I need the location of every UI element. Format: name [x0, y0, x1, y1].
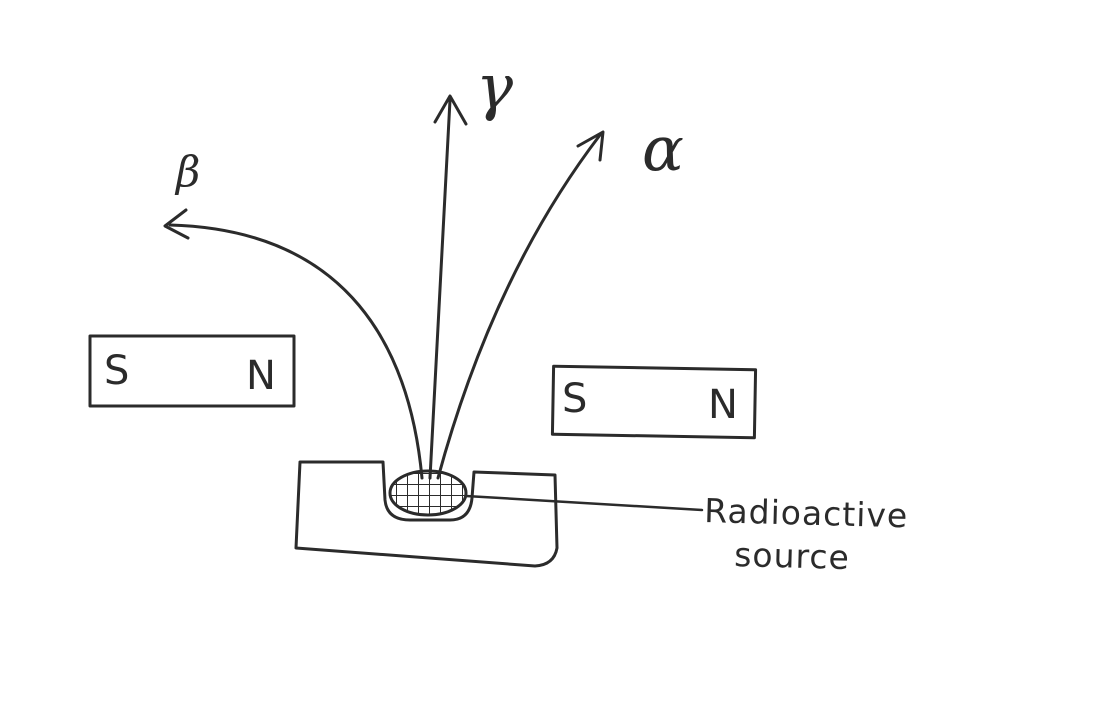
gamma-ray: [428, 94, 468, 480]
source-label-line2: source: [734, 535, 851, 577]
magnet-right: S N: [550, 364, 758, 440]
beta-label: β: [174, 147, 200, 196]
alpha-ray: [436, 130, 605, 480]
magnet-left-south-label: S: [104, 348, 129, 394]
magnet-right-north-label: N: [708, 382, 738, 428]
beta-ray: [163, 208, 424, 480]
gamma-label: γ: [476, 50, 514, 123]
alpha-label: α: [642, 112, 684, 185]
source-label-line1: Radioactive: [704, 491, 909, 535]
radioactive-source: [388, 469, 468, 517]
magnet-right-south-label: S: [562, 376, 587, 422]
magnet-left-north-label: N: [246, 353, 276, 399]
magnet-left: S N: [88, 334, 296, 408]
source-leader-line: [464, 494, 704, 512]
source-container: [294, 460, 559, 568]
